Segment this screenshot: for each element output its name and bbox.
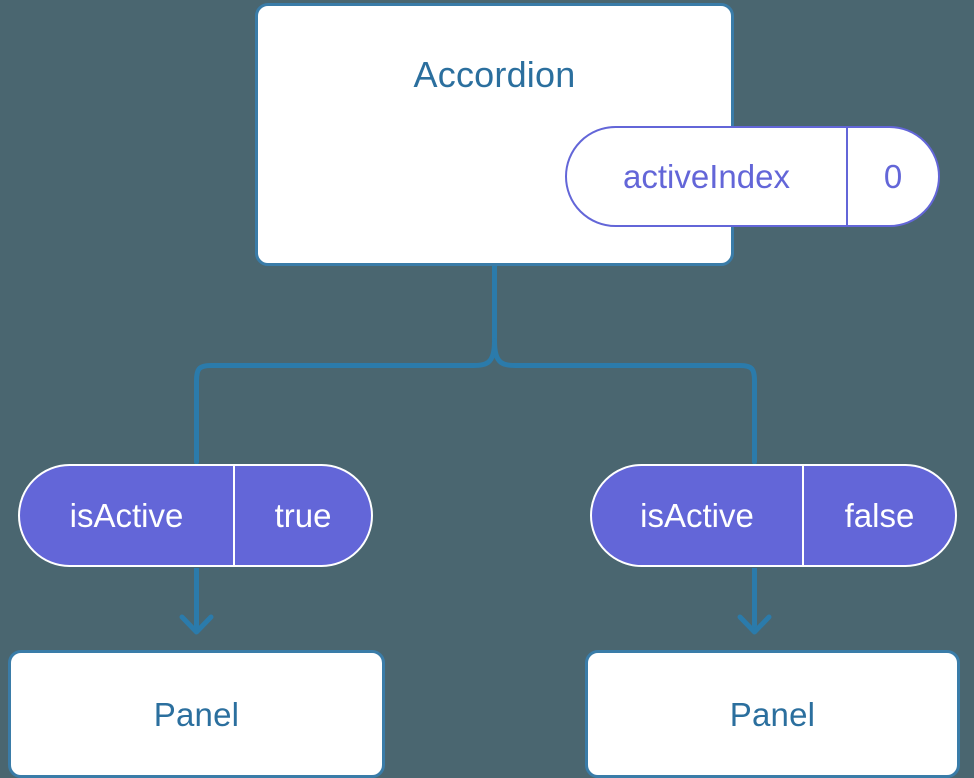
prop-pill-active-index[interactable]: activeIndex 0 bbox=[565, 126, 940, 227]
prop-value-is-active-right: false bbox=[844, 496, 915, 534]
connector-fork-left bbox=[194, 338, 497, 465]
prop-key-is-active-left: isActive bbox=[20, 466, 235, 565]
prop-key-active-index: activeIndex bbox=[567, 128, 848, 225]
prop-key-is-active-right: isActive bbox=[592, 466, 804, 565]
prop-pill-is-active-true[interactable]: isActive true bbox=[18, 464, 373, 567]
prop-pill-is-active-false[interactable]: isActive false bbox=[590, 464, 957, 567]
prop-value-active-index: 0 bbox=[883, 157, 903, 195]
component-title-accordion: Accordion bbox=[413, 54, 576, 95]
component-card-panel-right[interactable]: Panel bbox=[585, 650, 960, 778]
arrow-head-left-icon bbox=[179, 614, 214, 635]
component-card-panel-left[interactable]: Panel bbox=[8, 650, 385, 778]
connector-fork-right bbox=[492, 338, 757, 465]
component-title-panel-right: Panel bbox=[729, 696, 816, 733]
component-card-accordion[interactable]: Accordion activeIndex 0 bbox=[255, 3, 940, 266]
arrow-head-right-icon bbox=[737, 614, 772, 635]
component-title-panel-left: Panel bbox=[153, 696, 240, 733]
prop-value-is-active-left: true bbox=[274, 496, 332, 534]
